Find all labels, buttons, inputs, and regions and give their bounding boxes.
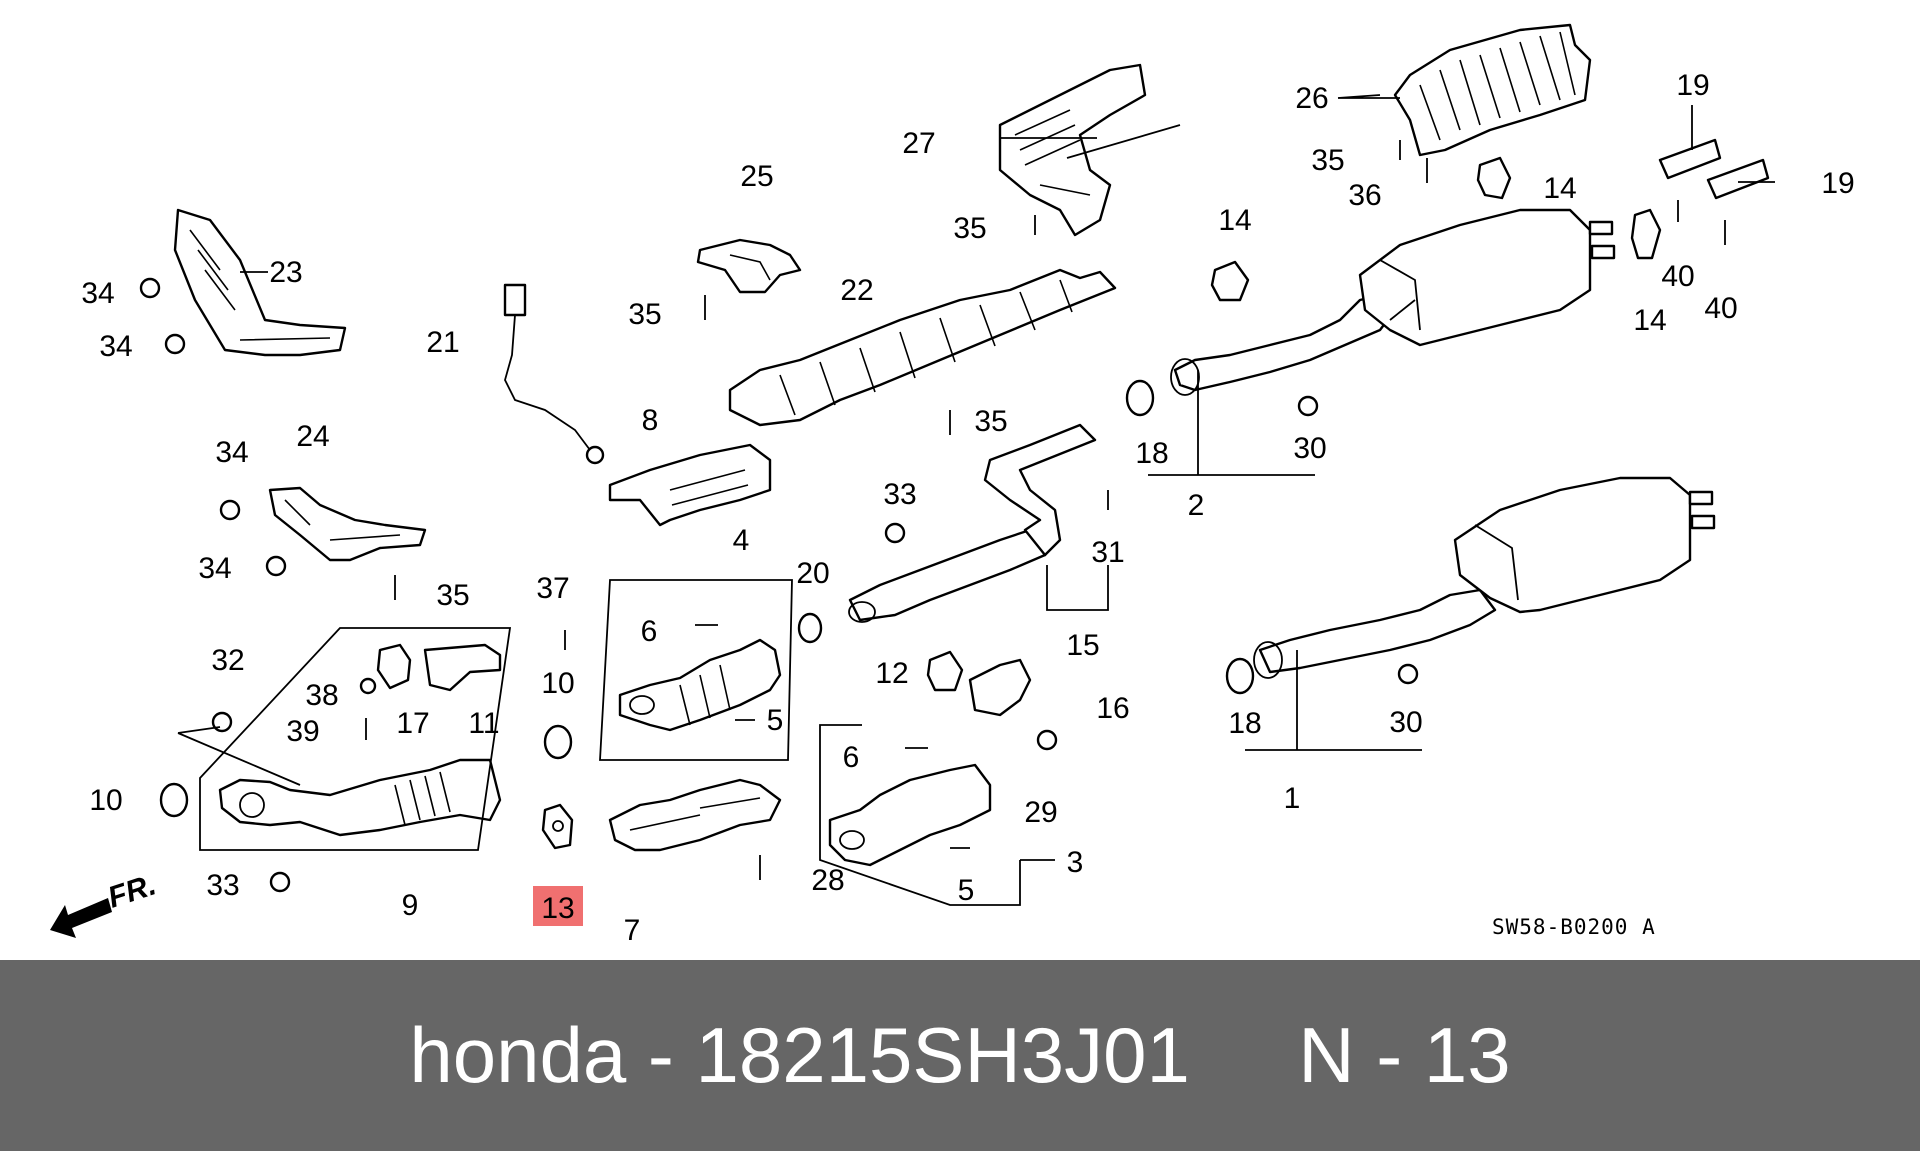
part-22-heat-shield [728, 268, 1117, 427]
part-21-oxygen-sensor [503, 283, 605, 465]
callout-35: 35 [436, 579, 469, 612]
callout-35: 35 [1311, 144, 1344, 177]
callout-13-highlight [533, 886, 583, 926]
callout-21: 21 [426, 326, 459, 359]
part-7-heat-shield [608, 778, 782, 852]
callout-12: 12 [875, 657, 908, 690]
callout-11: 11 [468, 707, 499, 740]
callout-19: 19 [1676, 69, 1709, 102]
callout-30: 30 [1389, 706, 1422, 739]
part-13-hanger [541, 803, 574, 850]
callout-35: 35 [953, 212, 986, 245]
callout-20: 20 [796, 557, 829, 590]
callout-32: 32 [211, 644, 244, 677]
part-26-heat-shield [1393, 23, 1592, 157]
part-number-title: honda - 18215SH3J01 N - 13 [409, 1011, 1511, 1099]
callout-14: 14 [1218, 204, 1251, 237]
gaskets [159, 379, 1255, 818]
callout-18: 18 [1135, 437, 1168, 470]
part-15-pipe [848, 423, 1097, 623]
callout-15: 15 [1066, 629, 1099, 662]
callout-19: 19 [1821, 167, 1854, 200]
callout-7: 7 [624, 914, 641, 947]
part-16-hanger-bracket [968, 658, 1032, 717]
part-3-catalytic-converter [828, 763, 992, 867]
callout-1: 1 [1284, 782, 1301, 815]
fr-direction-label: FR. [104, 868, 160, 914]
part-25-bracket [696, 238, 802, 294]
part-8-heat-shield [608, 443, 772, 527]
callout-40: 40 [1704, 292, 1737, 325]
callout-29: 29 [1024, 796, 1057, 829]
callout-5: 5 [958, 874, 975, 907]
exhaust-parts-diagram: 1 2 3 4 5 5 6 6 7 8 9 10 10 11 12 13 14 … [50, 23, 1855, 947]
callout-28: 28 [811, 864, 844, 897]
part-24-bracket [268, 486, 427, 562]
footer-bar: honda - 18215SH3J01 N - 13 [0, 960, 1920, 1151]
part-9-exhaust-pipe [218, 758, 502, 837]
callout-5: 5 [767, 704, 784, 737]
part-27-heat-shield [998, 63, 1147, 237]
callout-33: 33 [883, 478, 916, 511]
fr-direction-arrow [50, 898, 112, 938]
callout-13: 13 [541, 892, 574, 925]
callout-14: 14 [1633, 304, 1666, 337]
callout-16: 16 [1096, 692, 1129, 725]
callout-30: 30 [1293, 432, 1326, 465]
callout-33: 33 [206, 869, 239, 902]
callout-14: 14 [1543, 172, 1576, 205]
callout-39: 39 [286, 715, 319, 748]
callout-23: 23 [269, 256, 302, 289]
callout-6: 6 [641, 615, 658, 648]
part-23-heat-shield [173, 208, 347, 357]
callout-40: 40 [1661, 260, 1694, 293]
part-2-muffler-assembly [1170, 208, 1616, 396]
callout-17: 17 [396, 707, 429, 740]
callout-3: 3 [1067, 846, 1084, 879]
leader-lines [177, 94, 1775, 906]
callout-35: 35 [974, 405, 1007, 438]
callout-2: 2 [1188, 489, 1205, 522]
callout-35: 35 [628, 298, 661, 331]
part-1-muffler-assembly [1253, 476, 1716, 679]
callout-10: 10 [89, 784, 122, 817]
callout-8: 8 [642, 404, 659, 437]
part-4-catalytic-converter [618, 638, 782, 732]
callout-38: 38 [305, 679, 338, 712]
callout-27: 27 [902, 127, 935, 160]
callout-25: 25 [740, 160, 773, 193]
part-19-exhaust-tips [1658, 138, 1770, 200]
callout-22: 22 [840, 274, 873, 307]
callout-34: 34 [215, 436, 248, 469]
callout-34: 34 [81, 277, 114, 310]
callout-6: 6 [843, 741, 860, 774]
part-17-clamp [376, 643, 412, 690]
callout-labels: 1 2 3 4 5 5 6 6 7 8 9 10 10 11 12 13 14 … [81, 69, 1854, 947]
drawing-code: SW58-B0200 A [1492, 915, 1656, 939]
callout-34: 34 [99, 330, 132, 363]
callout-34: 34 [198, 552, 231, 585]
bolts-and-nuts [139, 140, 1726, 893]
callout-37: 37 [536, 572, 569, 605]
callout-18: 18 [1228, 707, 1261, 740]
part-12-hanger [926, 650, 964, 692]
part-11-bracket [423, 643, 502, 692]
callout-4: 4 [733, 524, 750, 557]
callout-24: 24 [296, 420, 329, 453]
callout-26: 26 [1295, 82, 1328, 115]
callout-31: 31 [1091, 536, 1124, 569]
callout-9: 9 [402, 889, 419, 922]
callout-36: 36 [1348, 179, 1381, 212]
callout-10: 10 [541, 667, 574, 700]
part-14-hangers [1210, 156, 1662, 302]
